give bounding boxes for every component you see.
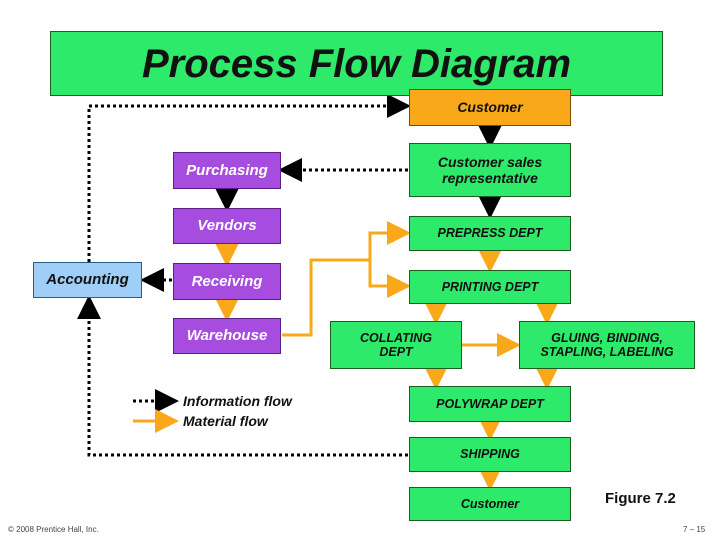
- mat-warehouse-to-printing: [368, 260, 411, 298]
- node-label: GLUING, BINDING, STAPLING, LABELING: [540, 330, 674, 359]
- node-label: PREPRESS DEPT: [437, 226, 543, 241]
- node-label: Accounting: [46, 271, 129, 289]
- node-label: Vendors: [197, 217, 257, 235]
- figure-label: Figure 7.2: [605, 490, 676, 507]
- node-customer-sales-representative: Customer sales representative: [409, 143, 571, 197]
- node-customer-bottom: Customer: [409, 487, 571, 521]
- footer-page-number: 7 – 15: [683, 525, 706, 534]
- node-receiving: Receiving: [173, 263, 281, 300]
- node-label: Purchasing: [186, 161, 268, 179]
- page-title: Process Flow Diagram: [141, 41, 572, 86]
- footer-copyright: © 2008 Prentice Hall, Inc.: [8, 525, 99, 534]
- legend-material-flow: Material flow: [183, 413, 268, 429]
- node-polywrap-dept: POLYWRAP DEPT: [409, 386, 571, 422]
- info-accounting-to-customer: [87, 94, 411, 262]
- node-customer-top: Customer: [409, 89, 571, 126]
- node-label: Receiving: [191, 272, 263, 290]
- node-label: SHIPPING: [460, 447, 520, 462]
- node-label: Customer: [460, 496, 520, 511]
- information-flow-lines: [77, 94, 502, 457]
- title-banner: Process Flow Diagram: [50, 31, 663, 96]
- node-label: Warehouse: [186, 327, 268, 345]
- node-label: Customer sales representative: [437, 153, 543, 186]
- node-purchasing: Purchasing: [173, 152, 281, 189]
- node-printing-dept: PRINTING DEPT: [409, 270, 571, 304]
- node-gluing-binding-stapling-labeling: GLUING, BINDING, STAPLING, LABELING: [519, 321, 695, 369]
- node-vendors: Vendors: [173, 208, 281, 244]
- material-flow-lines: [133, 221, 559, 491]
- node-prepress-dept: PREPRESS DEPT: [409, 216, 571, 251]
- node-label: Customer: [457, 99, 523, 116]
- mat-warehouse-to-prepress: [282, 221, 411, 337]
- node-label: COLLATING DEPT: [360, 330, 432, 359]
- node-accounting: Accounting: [33, 262, 142, 298]
- node-shipping: SHIPPING: [409, 437, 571, 472]
- node-label: PRINTING DEPT: [441, 279, 539, 294]
- legend-information-flow: Information flow: [183, 393, 292, 409]
- node-collating-dept: COLLATING DEPT: [330, 321, 462, 369]
- info-shipping-to-accounting: [77, 295, 408, 457]
- node-warehouse: Warehouse: [173, 318, 281, 354]
- node-label: POLYWRAP DEPT: [436, 396, 544, 411]
